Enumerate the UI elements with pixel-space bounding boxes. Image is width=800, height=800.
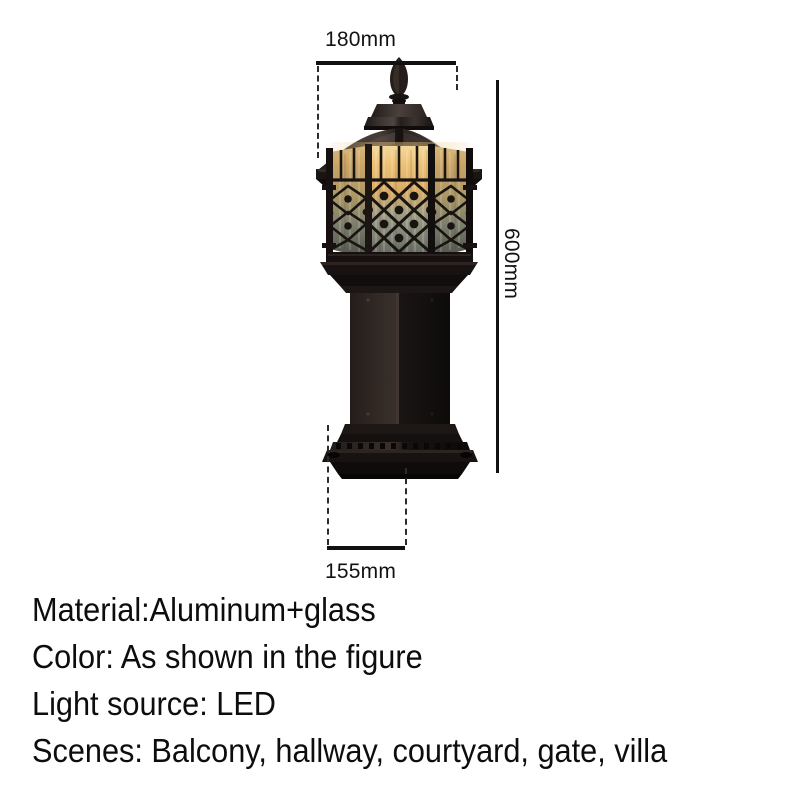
post-column (350, 293, 450, 424)
dimension-label-width-base: 155mm (325, 560, 397, 583)
spec-line-scenes: Scenes: Balcony, hallway, courtyard, gat… (32, 732, 668, 769)
extension-line-left-lower (327, 425, 329, 545)
spec-line-material: Material:Aluminum+glass (32, 591, 376, 628)
spec-line-color: Color: As shown in the figure (32, 638, 423, 675)
dimension-bar-width-base (327, 546, 405, 550)
dimension-line-height (496, 80, 499, 473)
base-plinth (322, 424, 478, 479)
extension-line-right-lower (405, 468, 407, 545)
specification-list: Material:Aluminum+glass Color: As shown … (32, 586, 782, 774)
extension-line-left-upper (317, 66, 319, 158)
roof-cap (364, 104, 434, 130)
dimension-label-height: 600mm (500, 228, 523, 300)
glass-housing (322, 142, 477, 262)
dimension-label-width-top: 180mm (325, 28, 397, 51)
finial (389, 57, 409, 106)
spec-line-light-source: Light source: LED (32, 685, 276, 722)
extension-line-right-upper (456, 66, 458, 90)
dimension-bar-width-top (316, 61, 456, 65)
collar (320, 262, 478, 293)
